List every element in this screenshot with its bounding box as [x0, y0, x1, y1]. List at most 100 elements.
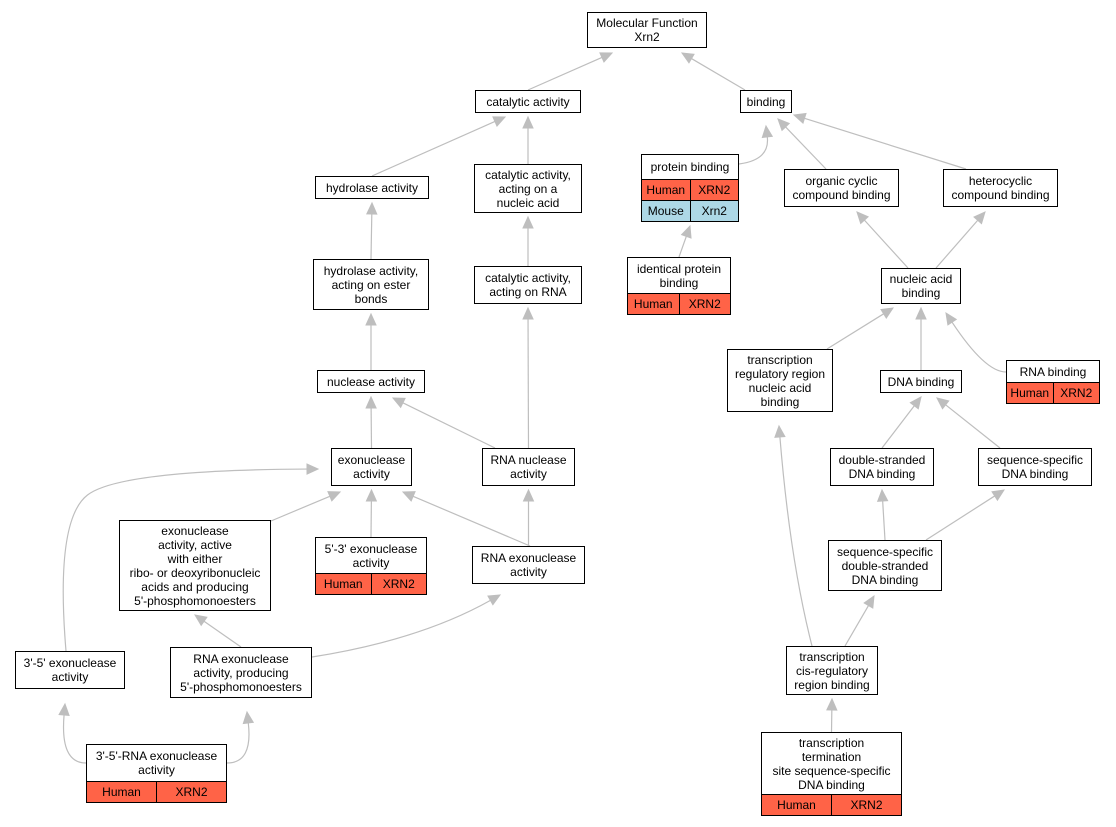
- go-term-rna-exo-5p: RNA exonuclease activity, producing 5'-p…: [170, 647, 312, 698]
- species-label: Human: [633, 297, 673, 311]
- edge-nuclease-to-hydrolase-ester-arrowhead: [365, 312, 377, 326]
- go-term-label: transcription termination site sequence-…: [772, 735, 891, 792]
- go-term-cat-rna: catalytic activity, acting on RNA: [474, 266, 582, 304]
- edge-catalytic-to-mf-arrowhead: [599, 52, 614, 63]
- annotation-row-human: Human XRN2: [628, 293, 730, 314]
- edge-hydrolase-to-catalytic: [371, 120, 496, 177]
- edge-rna-binding-to-nucleic-acid-binding-arrowhead: [945, 311, 958, 326]
- go-term-label: binding: [746, 94, 786, 109]
- edge-rna-exo-to-rna-nuclease-arrowhead: [522, 488, 535, 502]
- go-term-nucleic-acid-binding: nucleic acid binding: [881, 268, 961, 304]
- edge-seq-dna-to-dna-binding-arrowhead: [936, 397, 950, 410]
- go-term-label: RNA exonuclease activity, producing 5'-p…: [180, 651, 302, 694]
- edge-rna-nuclease-to-cat-rna-arrowhead: [522, 306, 534, 320]
- edge-exo-35-rna-to-exo-35-arrowhead: [58, 702, 70, 716]
- go-term-label: DNA binding: [887, 374, 955, 389]
- go-term-label: hydrolase activity: [325, 180, 419, 195]
- go-term-exo-ribo: exonuclease activity, active with either…: [119, 520, 271, 611]
- go-term-tr-term: transcription termination site sequence-…: [761, 732, 902, 816]
- edge-rna-nuclease-to-nuclease-arrowhead: [391, 397, 406, 409]
- edge-binding-to-mf-arrowhead: [680, 52, 695, 64]
- go-term-tr-cis: transcription cis-regulatory region bind…: [786, 646, 878, 695]
- edge-tr-cis-to-tr-reg-region: [779, 436, 813, 647]
- edge-rna-exo-5p-to-exo-ribo-arrowhead: [194, 614, 208, 627]
- go-term-label: double-stranded DNA binding: [838, 453, 926, 481]
- go-term-ds-dna: double-stranded DNA binding: [830, 448, 934, 486]
- edge-protein-binding-to-binding: [738, 136, 769, 165]
- go-term-label: heterocyclic compound binding: [951, 174, 1050, 202]
- edge-seq-ds-dna-to-seq-dna: [925, 495, 996, 541]
- edge-hydrolase-to-catalytic-arrowhead: [492, 116, 507, 127]
- edge-exo-35-to-exonuclease-arrowhead: [306, 463, 320, 475]
- go-term-label: RNA exonuclease activity: [480, 551, 577, 579]
- edge-identical-protein-to-protein-binding: [678, 236, 687, 258]
- edge-tr-cis-to-seq-ds-dna: [844, 605, 870, 647]
- edge-rna-binding-to-nucleic-acid-binding: [951, 321, 1007, 373]
- go-term-label: nucleic acid binding: [889, 272, 953, 300]
- go-term-tr-reg-region: transcription regulatory region nucleic …: [727, 349, 833, 412]
- go-term-mf: Molecular Function Xrn2: [587, 12, 707, 48]
- go-term-label: 3'-5' exonuclease activity: [23, 656, 117, 684]
- edge-organic-cyclic-to-binding: [785, 126, 827, 170]
- go-term-rna-exo: RNA exonuclease activity: [472, 546, 585, 584]
- edge-tr-reg-region-to-nucleic-acid-binding-arrowhead: [880, 307, 895, 319]
- go-term-label: nuclease activity: [326, 374, 416, 389]
- edge-tr-term-to-tr-cis-arrowhead: [826, 697, 838, 711]
- edge-nucleic-acid-binding-to-organic-cyclic-arrowhead: [856, 211, 870, 225]
- edge-nucleic-acid-binding-to-organic-cyclic: [863, 219, 909, 269]
- go-term-label: transcription cis-regulatory region bind…: [794, 649, 870, 692]
- go-term-exonuclease: exonuclease activity: [331, 448, 412, 486]
- go-term-catalytic: catalytic activity: [475, 90, 581, 113]
- edge-rna-exo-5p-to-rna-exo: [311, 599, 491, 658]
- species-label: Human: [777, 798, 816, 812]
- edge-nucleic-acid-binding-to-heterocyclic-arrowhead: [973, 211, 986, 225]
- edge-heterocyclic-to-binding-arrowhead: [792, 112, 807, 124]
- go-term-binding: binding: [740, 90, 792, 113]
- edge-seq-dna-to-dna-binding: [945, 404, 1001, 449]
- edge-seq-ds-dna-to-ds-dna-arrowhead: [876, 488, 889, 502]
- go-term-exo-35: 3'-5' exonuclease activity: [15, 651, 125, 689]
- gene-label: XRN2: [370, 574, 427, 594]
- gene-label: XRN2: [678, 294, 731, 314]
- go-term-label: sequence-specific double-stranded DNA bi…: [836, 544, 934, 587]
- go-term-rna-nuclease: RNA nuclease activity: [482, 448, 575, 486]
- go-term-label: exonuclease activity, active with either…: [129, 523, 261, 608]
- go-term-heterocyclic: heterocyclic compound binding: [943, 169, 1058, 207]
- go-term-label: catalytic activity, acting on RNA: [485, 271, 571, 299]
- go-term-hydrolase-ester: hydrolase activity, acting on ester bond…: [313, 259, 429, 310]
- edge-catalytic-to-mf: [527, 56, 603, 91]
- go-term-label: RNA binding: [1019, 364, 1087, 379]
- gene-label: XRN2: [831, 795, 901, 815]
- go-term-seq-dna: sequence-specific DNA binding: [978, 448, 1092, 486]
- go-term-seq-ds-dna: sequence-specific double-stranded DNA bi…: [828, 540, 942, 591]
- edge-exonuclease-to-nuclease-arrowhead: [365, 395, 377, 409]
- edge-exo-35-rna-to-exo-35: [62, 714, 87, 764]
- go-term-label: hydrolase activity, acting on ester bond…: [323, 263, 419, 306]
- edge-cat-nucleic-to-catalytic-arrowhead: [522, 115, 534, 129]
- edge-identical-protein-to-protein-binding-arrowhead: [680, 224, 692, 239]
- annotation-row-human: Human XRN2: [762, 794, 901, 815]
- go-term-label: sequence-specific DNA binding: [986, 453, 1084, 481]
- edge-hydrolase-ester-to-hydrolase-arrowhead: [366, 201, 378, 215]
- go-term-label: protein binding: [650, 160, 730, 174]
- species-label: Mouse: [647, 204, 684, 218]
- edge-exo-ribo-to-exonuclease: [270, 495, 331, 522]
- go-term-organic-cyclic: organic cyclic compound binding: [784, 169, 899, 207]
- go-term-dna-binding: DNA binding: [880, 370, 962, 393]
- species-label: Human: [102, 785, 141, 799]
- go-term-cat-nucleic: catalytic activity, acting on a nucleic …: [474, 164, 582, 213]
- go-term-label: identical protein binding: [636, 261, 722, 290]
- edge-exo-35-to-exonuclease: [62, 468, 308, 652]
- edge-rna-nuclease-to-nuclease: [402, 402, 496, 449]
- edge-rna-exo-5p-to-rna-exo-arrowhead: [487, 594, 502, 606]
- go-term-hydrolase: hydrolase activity: [315, 176, 429, 199]
